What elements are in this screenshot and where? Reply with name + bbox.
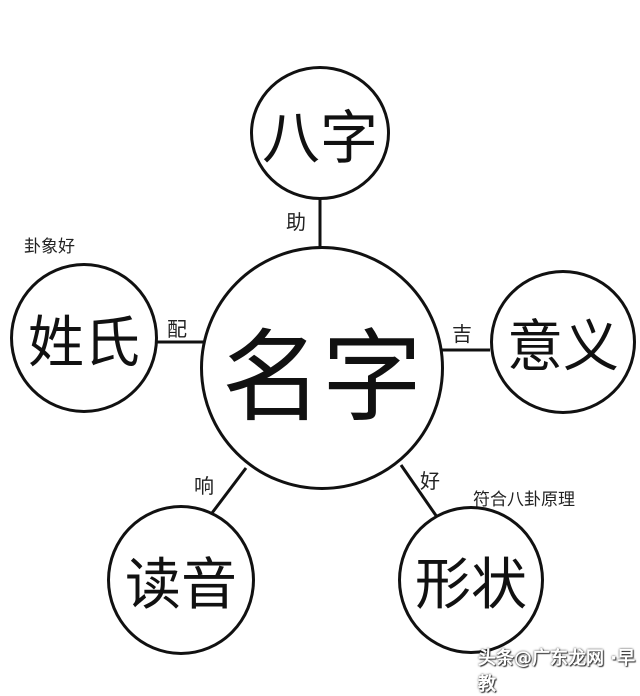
edge-label-ji: 吉	[452, 322, 472, 346]
center-label: 名字	[222, 318, 422, 436]
node-bazi: 八字	[250, 66, 390, 200]
watermark: 头条@广东龙网 ·早教	[478, 648, 636, 695]
edge-label-xiang: 响	[194, 474, 214, 498]
edge-label-pei: 配	[167, 317, 187, 341]
node-label: 形状	[415, 552, 527, 618]
edge-label-zhu: 助	[286, 210, 306, 234]
node-label: 意义	[507, 314, 619, 380]
node-label: 姓氏	[28, 310, 140, 376]
node-duyin: 读音	[107, 505, 255, 655]
node-xingshi: 姓氏	[10, 263, 158, 413]
note-guaxiang: 卦象好	[24, 237, 75, 257]
node-label: 八字	[261, 104, 378, 172]
node-xingzhuang: 形状	[398, 506, 544, 654]
node-yiyi: 意义	[490, 270, 636, 414]
node-center-mingzi: 名字	[200, 246, 444, 490]
edge-label-hao: 好	[420, 469, 440, 493]
note-bagua: 符合八卦原理	[473, 490, 575, 510]
node-label: 读音	[125, 552, 237, 618]
